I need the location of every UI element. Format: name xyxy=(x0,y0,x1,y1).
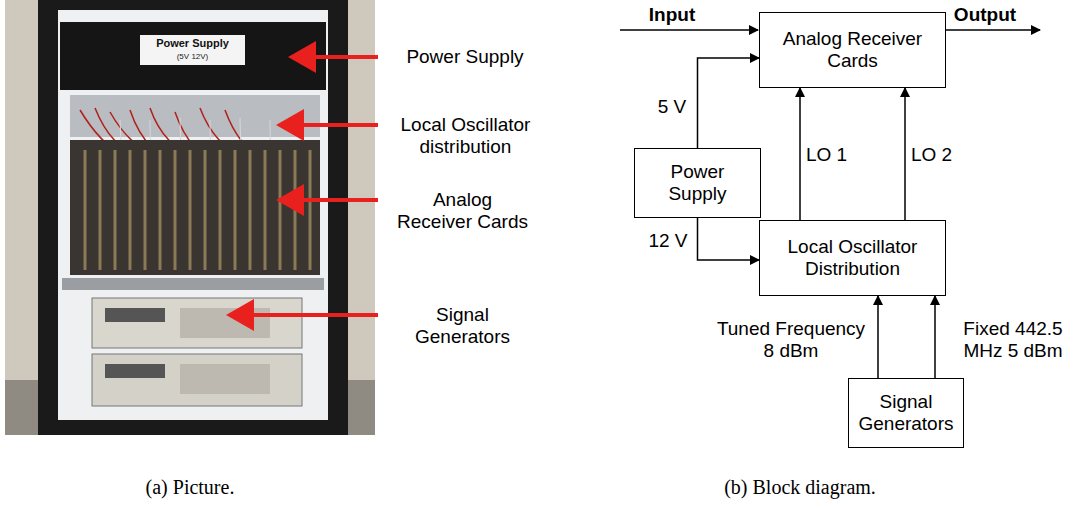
node-text: Signal Generators xyxy=(857,391,955,435)
part-name: Analog Receiver Cards xyxy=(395,189,530,233)
receiver-box: Analog Receiver Cards xyxy=(759,12,946,88)
shelf xyxy=(62,278,324,290)
edge-label: 12 V xyxy=(646,230,690,252)
caption: (a) Picture. xyxy=(90,476,290,498)
edge-label: Fixed 442.5 MHz 5 dBm xyxy=(942,318,1084,362)
room-wall xyxy=(5,0,375,435)
caption: (b) Block diagram. xyxy=(680,476,920,498)
part-name: Local Oscillator distribution xyxy=(378,114,553,158)
rack-inside xyxy=(58,10,328,420)
signal-generator-1 xyxy=(92,298,302,348)
generator-panels xyxy=(105,308,270,394)
signal-name: Input xyxy=(632,4,712,26)
sticker xyxy=(140,35,245,65)
output-arrow xyxy=(946,29,1040,31)
generator-box: Signal Generators xyxy=(848,378,964,448)
connector xyxy=(877,296,879,378)
part-name: Signal Generators xyxy=(405,304,520,348)
receiver-cards xyxy=(85,150,310,270)
connector xyxy=(698,218,760,260)
input-arrow xyxy=(620,29,758,31)
connector xyxy=(904,88,906,220)
lo-box: Local Oscillator Distribution xyxy=(759,220,946,296)
part-name: Power Supply xyxy=(380,46,550,68)
rack-frame xyxy=(38,0,348,435)
edge-label: Tuned Frequency 8 dBm xyxy=(712,318,870,362)
signal-name: Output xyxy=(945,4,1025,26)
sticker-text: (5V 12V) xyxy=(140,52,245,61)
node-text: Power Supply xyxy=(643,161,752,205)
edge-label: LO 2 xyxy=(911,144,957,166)
card-cage xyxy=(70,140,320,275)
signal-generator-2 xyxy=(92,354,302,406)
connector xyxy=(934,296,936,378)
power-supply-unit xyxy=(60,22,326,90)
callout-arrows xyxy=(250,57,378,315)
connector xyxy=(698,58,760,148)
edge-label: 5 V xyxy=(652,96,692,118)
node-text: Local Oscillator Distribution xyxy=(768,236,937,280)
node-text: Analog Receiver Cards xyxy=(768,28,937,72)
connector xyxy=(799,88,801,220)
edge-label: LO 1 xyxy=(806,144,852,166)
power-box: Power Supply xyxy=(634,148,761,218)
sticker-text: Power Supply xyxy=(140,37,245,49)
